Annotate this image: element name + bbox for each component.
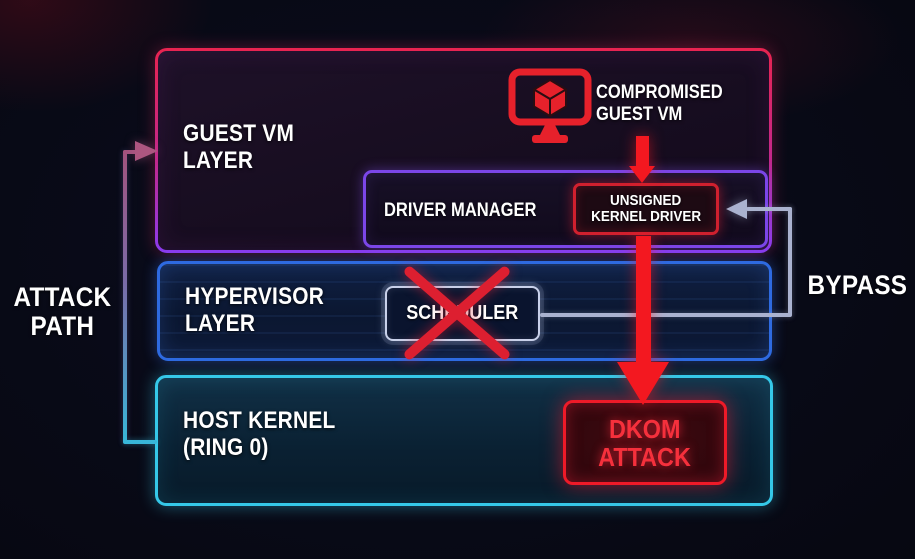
hypervisor-layer-label: HYPERVISOR LAYER (185, 283, 345, 337)
bypass-arrow-left-icon (726, 198, 747, 219)
attack-path-label-line1: ATTACK (13, 282, 111, 312)
driver-manager-label-text: DRIVER MANAGER (384, 200, 537, 221)
driver-manager-label: DRIVER MANAGER (384, 200, 559, 222)
bypass-label: BYPASS (797, 271, 915, 300)
attack-path-arrow-right-icon (135, 141, 158, 161)
unsigned-kernel-driver-box: UNSIGNED KERNEL DRIVER (573, 183, 719, 235)
host-kernel-line1: HOST KERNEL (183, 407, 336, 434)
bypass-line-top (746, 207, 792, 211)
scheduler-crossed-out-x-icon (402, 264, 512, 362)
unsigned-driver-label-line2: KERNEL DRIVER (590, 208, 702, 225)
host-kernel-line2: (RING 0) (183, 434, 269, 461)
bypass-line-mid (540, 313, 791, 317)
compromised-vm-line1: COMPROMISED (596, 82, 723, 103)
compromised-vm-line2: GUEST VM (596, 104, 683, 125)
unsigned-driver-label-line1: UNSIGNED (610, 191, 682, 209)
bypass-line-vertical (788, 207, 792, 317)
dkom-label-line1: DKOM (609, 413, 681, 444)
bypass-label-text: BYPASS (807, 270, 907, 300)
host-kernel-label: HOST KERNEL (RING 0) (183, 407, 358, 461)
monitor-cube-icon (508, 68, 592, 143)
arrow-shaft (636, 136, 649, 167)
attack-path-top-horizontal (123, 150, 137, 154)
dkom-attack-box: DKOM ATTACK (563, 400, 727, 485)
arrow-head-down-icon (629, 166, 655, 183)
attack-path-label-line2: PATH (30, 311, 94, 341)
arrow-head-down-icon (617, 362, 669, 405)
hypervisor-layer-line2: LAYER (185, 310, 256, 337)
attack-path-vertical (123, 150, 127, 443)
guest-vm-layer-label: GUEST VM LAYER (183, 120, 311, 174)
dkom-label-line2: ATTACK (598, 441, 692, 472)
compromised-guest-vm-label: COMPROMISED GUEST VM (596, 82, 742, 126)
attack-path-bottom-horizontal (123, 440, 157, 444)
arrow-shaft (636, 236, 651, 364)
hypervisor-layer-line1: HYPERVISOR (185, 283, 325, 310)
guest-layer-line1: GUEST VM (183, 120, 295, 147)
attack-path-label: ATTACK PATH (0, 283, 124, 341)
guest-layer-line2: LAYER (183, 147, 254, 174)
